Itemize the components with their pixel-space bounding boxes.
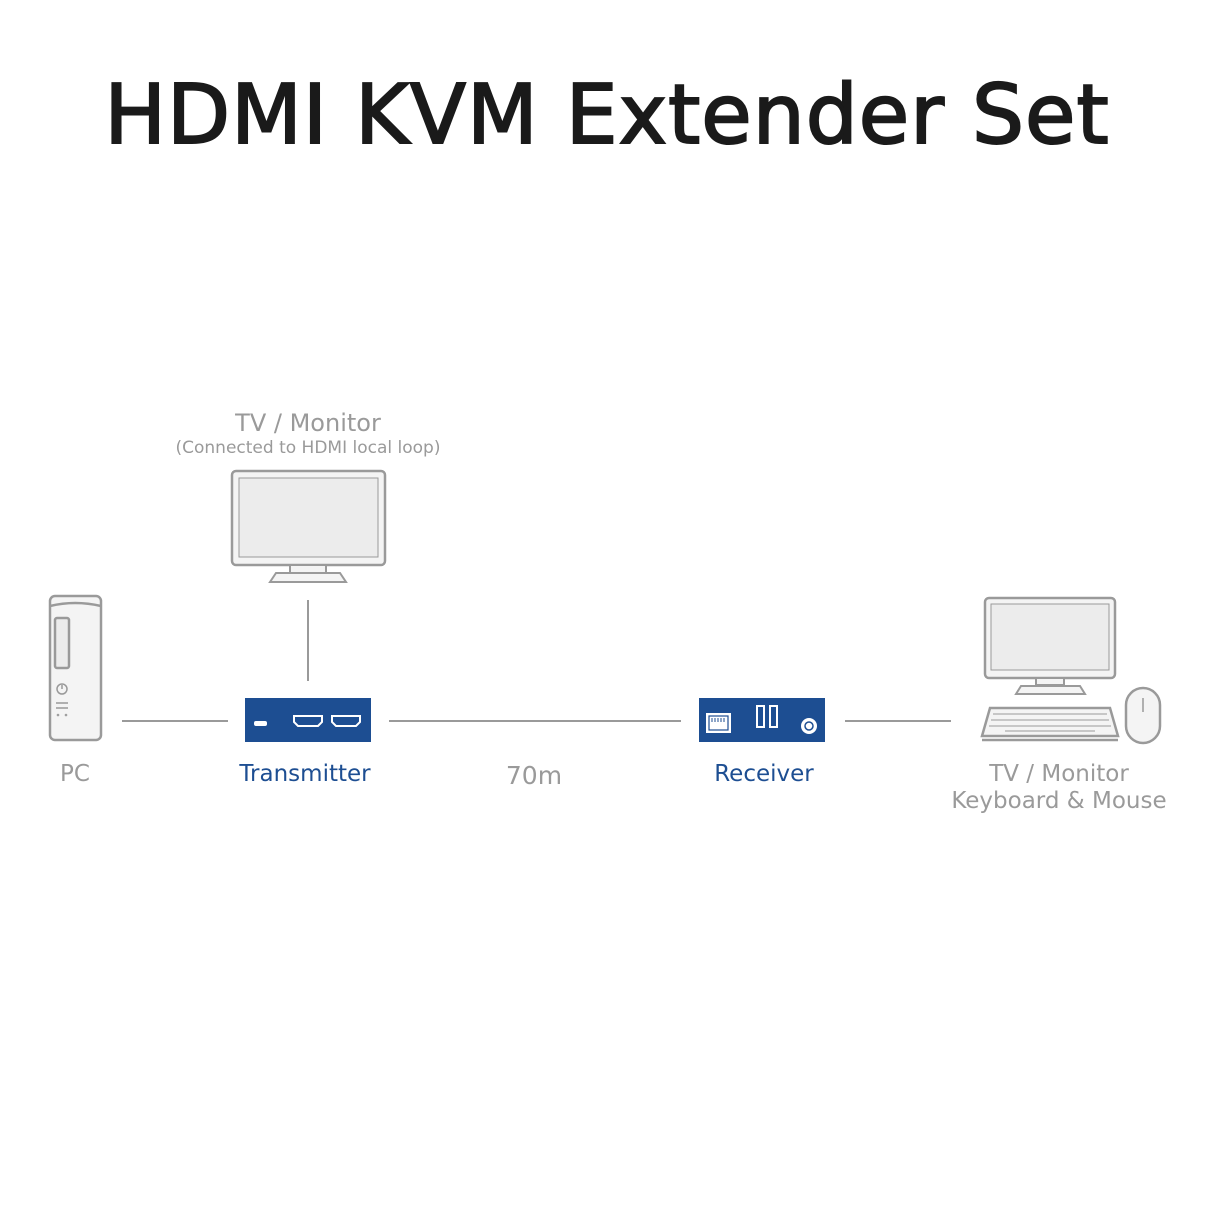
usb-ports-icon [756,705,778,728]
local-monitor-icon [230,469,387,583]
pc-label: PC [60,761,90,787]
transmitter-device-icon [245,698,371,742]
remote-monitor-icon [983,596,1117,695]
hdmi-port-icon [331,715,361,727]
receiver-device-icon [699,698,825,742]
transmitter-label: Transmitter [239,761,371,787]
keyboard-icon [980,706,1120,742]
usb-c-port-icon [254,721,267,726]
power-port-icon [801,718,817,734]
distance-label: 70m [505,761,563,790]
remote-devices-line1: TV / Monitor [989,761,1129,787]
local-monitor-title: TV / Monitor [235,409,381,437]
diagram-title: HDMI KVM Extender Set [103,67,1110,164]
rj45-port-icon [706,713,731,733]
local-monitor-note: (Connected to HDMI local loop) [175,438,441,458]
receiver-label: Receiver [714,761,814,787]
pc-tower-icon [48,594,103,742]
mouse-icon [1124,686,1162,745]
hdmi-port-icon [293,715,323,727]
remote-devices-line2: Keyboard & Mouse [951,788,1167,814]
connection-lines [122,600,951,722]
